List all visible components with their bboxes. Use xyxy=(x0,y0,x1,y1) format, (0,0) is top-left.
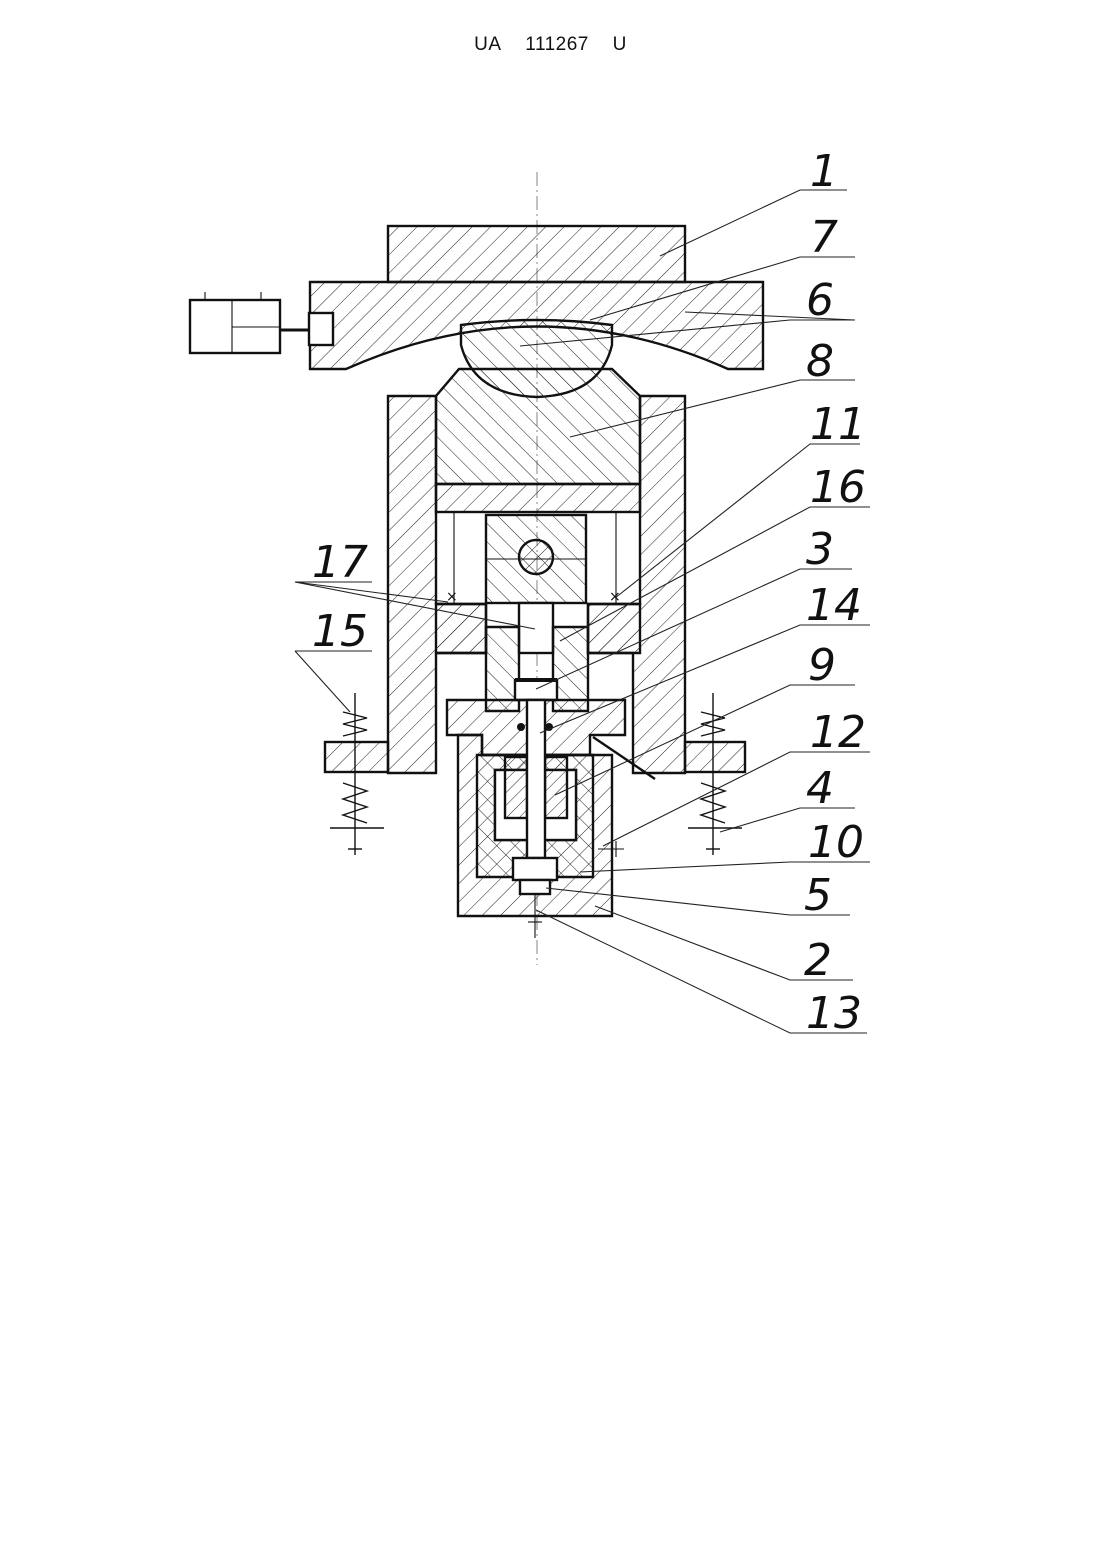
callout-7: 7 xyxy=(810,212,838,263)
rod-neck xyxy=(519,603,553,653)
top-plate xyxy=(388,226,685,282)
callout-15: 15 xyxy=(312,606,368,657)
central-rod xyxy=(527,700,545,858)
callout-4: 4 xyxy=(806,763,834,814)
hinge-pin xyxy=(519,540,553,574)
rod-head-5 xyxy=(513,858,557,880)
callout-6: 6 xyxy=(806,275,834,326)
flange-left xyxy=(325,742,388,772)
spring-left xyxy=(330,693,384,855)
callout-17: 17 xyxy=(312,537,368,588)
callout-12: 12 xyxy=(810,707,866,758)
spring-right xyxy=(688,693,742,855)
callout-1: 1 xyxy=(810,146,838,197)
callout-13: 13 xyxy=(806,988,862,1039)
callout-10: 10 xyxy=(808,817,864,868)
piston-plate xyxy=(436,484,640,512)
flange-right xyxy=(685,742,745,772)
rod-tip xyxy=(520,880,550,894)
callout-16: 16 xyxy=(810,462,866,513)
piston xyxy=(436,369,640,484)
sleeve-3-insert xyxy=(515,680,557,700)
callout-8: 8 xyxy=(806,336,834,387)
callout-3: 3 xyxy=(806,524,834,575)
seal-mark-left: × xyxy=(446,589,458,605)
callout-11: 11 xyxy=(810,399,866,450)
pressure-ring-left xyxy=(505,757,527,818)
callout-2: 2 xyxy=(804,935,832,986)
seal-mark-right: × xyxy=(609,589,621,605)
callout-9: 9 xyxy=(808,640,836,691)
pressure-ring-right xyxy=(545,757,567,818)
callout-5: 5 xyxy=(804,870,832,921)
ball-left xyxy=(517,723,525,731)
callout-14: 14 xyxy=(806,580,862,631)
